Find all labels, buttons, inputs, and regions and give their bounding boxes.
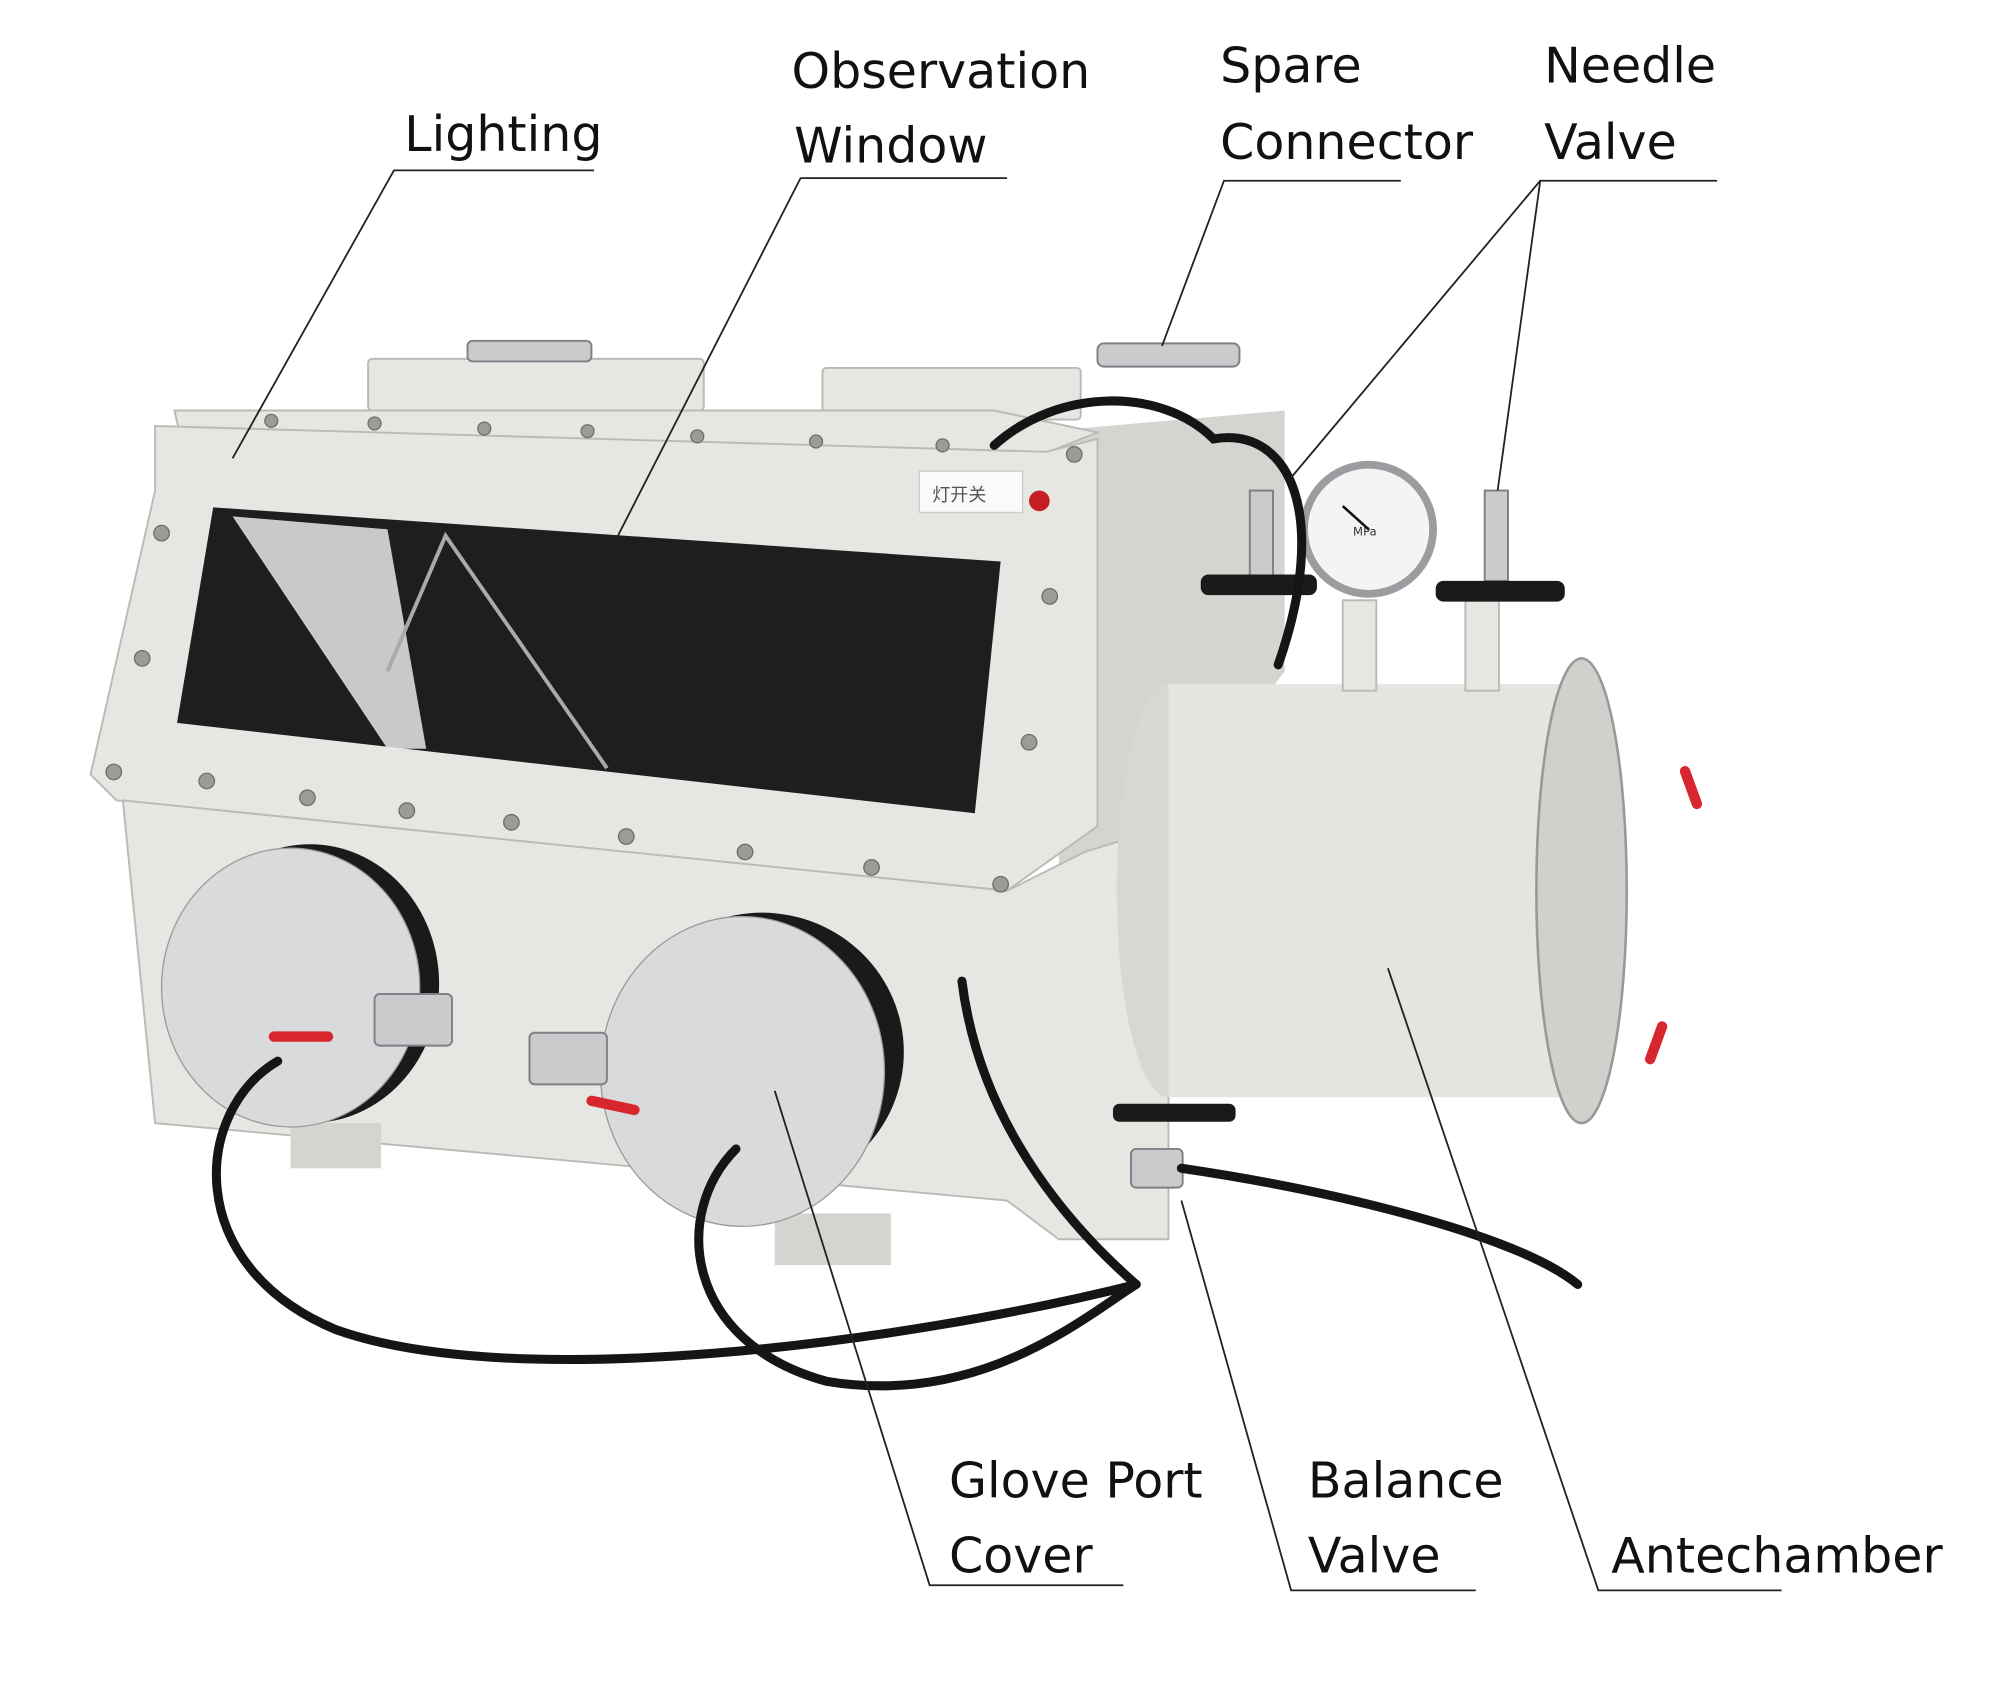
window-reflection-lines	[385, 531, 609, 770]
antechamber-handle-top	[1679, 766, 1703, 810]
foot-right	[774, 1213, 891, 1266]
antechamber-handle-bottom	[1645, 1021, 1668, 1065]
needle-valve-left	[1200, 489, 1317, 596]
window-reflection	[232, 516, 427, 749]
stem-left	[1341, 599, 1378, 692]
hose-right	[694, 1144, 1141, 1391]
label-glove-port-cover-line1: Glove Port	[949, 1451, 1203, 1509]
antechamber-cylinder	[1168, 684, 1569, 1098]
leader-spare-connector	[1161, 179, 1401, 347]
label-needle-valve-line2: Valve	[1544, 113, 1677, 171]
handle-left	[268, 1031, 334, 1042]
leader-needle-valve-2	[1496, 180, 1542, 491]
gauge-unit: MPa	[1353, 525, 1377, 539]
leader-antechamber	[1387, 967, 1782, 1592]
clamp-left	[373, 993, 453, 1047]
hose-outlet	[1176, 1163, 1583, 1289]
labels: Lighting Observation Window Spare Connec…	[404, 37, 1943, 1585]
spare-connector-flange	[1096, 342, 1241, 368]
bolts	[105, 413, 1083, 893]
stem-right	[1464, 599, 1500, 692]
light-switch-button	[1029, 490, 1050, 512]
label-balance-valve-line1: Balance	[1308, 1451, 1504, 1509]
leader-observation-window	[554, 177, 1008, 659]
label-spare-connector-line2: Connector	[1220, 113, 1474, 171]
leader-lighting	[231, 169, 595, 459]
leader-glove-port-cover	[773, 1090, 1124, 1587]
glove-port-cover-left	[160, 847, 421, 1128]
handle-right	[586, 1095, 640, 1116]
antechamber-door	[1535, 657, 1629, 1125]
foot-left	[290, 1123, 382, 1169]
light-switch-label-text: 灯开关	[932, 485, 986, 506]
clamp-right	[528, 1031, 608, 1086]
top-flange	[466, 339, 593, 363]
leader-needle-valve	[1290, 179, 1718, 479]
balance-valve-body	[1112, 1103, 1236, 1189]
label-lighting: Lighting	[404, 105, 602, 163]
label-balance-valve-line2: Valve	[1308, 1526, 1441, 1584]
leader-lines	[231, 169, 1782, 1592]
label-observation-window-line2: Window	[794, 117, 987, 175]
leader-balance-valve	[1180, 1200, 1476, 1592]
label-antechamber: Antechamber	[1611, 1526, 1943, 1584]
label-needle-valve-line1: Needle	[1544, 37, 1716, 95]
label-spare-connector-line1: Spare	[1220, 37, 1362, 95]
hose-left	[212, 1056, 1141, 1364]
label-observation-window-line1: Observation	[792, 42, 1091, 100]
hose-top	[989, 396, 1307, 670]
gauge-needle	[1341, 505, 1370, 531]
top-lid-left	[367, 357, 705, 412]
needle-valve-right	[1435, 489, 1565, 602]
hose-balance	[957, 976, 1141, 1289]
label-glove-port-cover-line2: Cover	[949, 1526, 1093, 1584]
light-switch-label	[918, 470, 1024, 514]
glove-port-cover-right	[599, 915, 886, 1228]
glovebox-illustration: 灯开关	[89, 339, 1703, 1391]
